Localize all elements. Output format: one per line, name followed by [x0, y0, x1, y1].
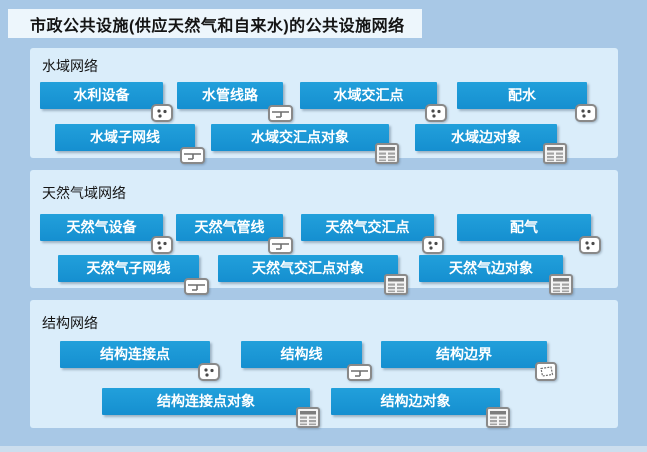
- node-water-junction: 水域交汇点: [300, 82, 447, 122]
- node-label: 结构边界: [436, 345, 492, 362]
- table-icon: [549, 274, 573, 295]
- node-label: 天然气设备: [66, 218, 137, 235]
- node-structure-boundary: 结构边界: [381, 341, 557, 381]
- node-structure-edge-object: 结构边对象: [331, 388, 510, 428]
- node-label: 天然气交汇点: [325, 218, 410, 235]
- node-label: 水利设备: [73, 86, 130, 103]
- node-label: 天然气子网线: [86, 259, 171, 276]
- node-gas-edge-object: 天然气边对象: [419, 255, 573, 295]
- polygon-feature-icon: [535, 362, 557, 381]
- node-water-edge-object: 水域边对象: [415, 124, 567, 164]
- node-gas-distribution: 配气: [457, 214, 601, 254]
- line-feature-icon: [180, 147, 205, 164]
- structure-network-panel: 结构网络 结构连接点 结构线 结构边界 结构连接点对象 结构边对象: [30, 300, 618, 428]
- node-structure-line: 结构线: [241, 341, 372, 381]
- point-feature-icon: [422, 236, 444, 254]
- node-label: 结构连接点: [100, 345, 170, 362]
- node-gas-pipeline: 天然气管线: [176, 214, 293, 254]
- point-feature-icon: [579, 236, 601, 254]
- point-feature-icon: [575, 104, 597, 122]
- point-feature-icon: [198, 363, 220, 381]
- point-feature-icon: [425, 104, 447, 122]
- point-feature-icon: [151, 236, 173, 254]
- line-feature-icon: [347, 364, 372, 381]
- node-label: 结构边对象: [380, 392, 451, 409]
- title-box: 市政公共设施(供应天然气和自来水)的公共设施网络: [8, 9, 422, 38]
- line-feature-icon: [268, 105, 293, 122]
- node-label: 结构线: [280, 345, 323, 362]
- node-structure-junction-object: 结构连接点对象: [102, 388, 320, 428]
- node-structure-junction: 结构连接点: [60, 341, 220, 381]
- line-feature-icon: [184, 278, 209, 295]
- node-water-junction-object: 水域交汇点对象: [211, 124, 399, 164]
- node-gas-equipment: 天然气设备: [40, 214, 173, 254]
- gas-network-label: 天然气域网络: [42, 185, 126, 201]
- water-network-panel: 水域网络 水利设备 水管线路 水域交汇点 配水 水域子网线 水域交汇点对象 水域…: [30, 48, 618, 164]
- node-label: 天然气边对象: [449, 259, 533, 276]
- node-label: 水域边对象: [451, 128, 521, 145]
- diagram-title: 市政公共设施(供应天然气和自来水)的公共设施网络: [30, 17, 405, 35]
- node-gas-junction-object: 天然气交汇点对象: [218, 255, 408, 295]
- node-label: 天然气交汇点对象: [252, 259, 364, 276]
- node-water-pipeline: 水管线路: [177, 82, 293, 122]
- node-label: 结构连接点对象: [157, 392, 255, 409]
- table-icon: [486, 407, 510, 428]
- table-icon: [375, 143, 399, 164]
- table-icon: [296, 407, 320, 428]
- node-label: 水域子网线: [90, 128, 160, 145]
- node-label: 配气: [510, 218, 538, 235]
- water-network-label: 水域网络: [42, 58, 98, 74]
- gas-network-panel: 天然气域网络 天然气设备 天然气管线 天然气交汇点 配气 天然气子网线 天然气交…: [30, 170, 618, 295]
- line-feature-icon: [268, 237, 293, 254]
- node-label: 水域交汇点: [333, 86, 404, 103]
- table-icon: [384, 274, 408, 295]
- node-water-equipment: 水利设备: [40, 82, 173, 122]
- node-label: 水域交汇点对象: [251, 128, 349, 145]
- node-label: 配水: [508, 86, 536, 103]
- node-gas-subnetline: 天然气子网线: [58, 255, 209, 295]
- point-feature-icon: [151, 104, 173, 122]
- node-label: 水管线路: [202, 86, 258, 103]
- node-gas-junction: 天然气交汇点: [301, 214, 444, 254]
- structure-network-label: 结构网络: [42, 315, 98, 331]
- table-icon: [543, 143, 567, 164]
- node-water-subnetline: 水域子网线: [55, 124, 205, 164]
- node-label: 天然气管线: [194, 218, 265, 235]
- bottom-edge-strip: [0, 446, 647, 452]
- node-water-distribution: 配水: [457, 82, 597, 122]
